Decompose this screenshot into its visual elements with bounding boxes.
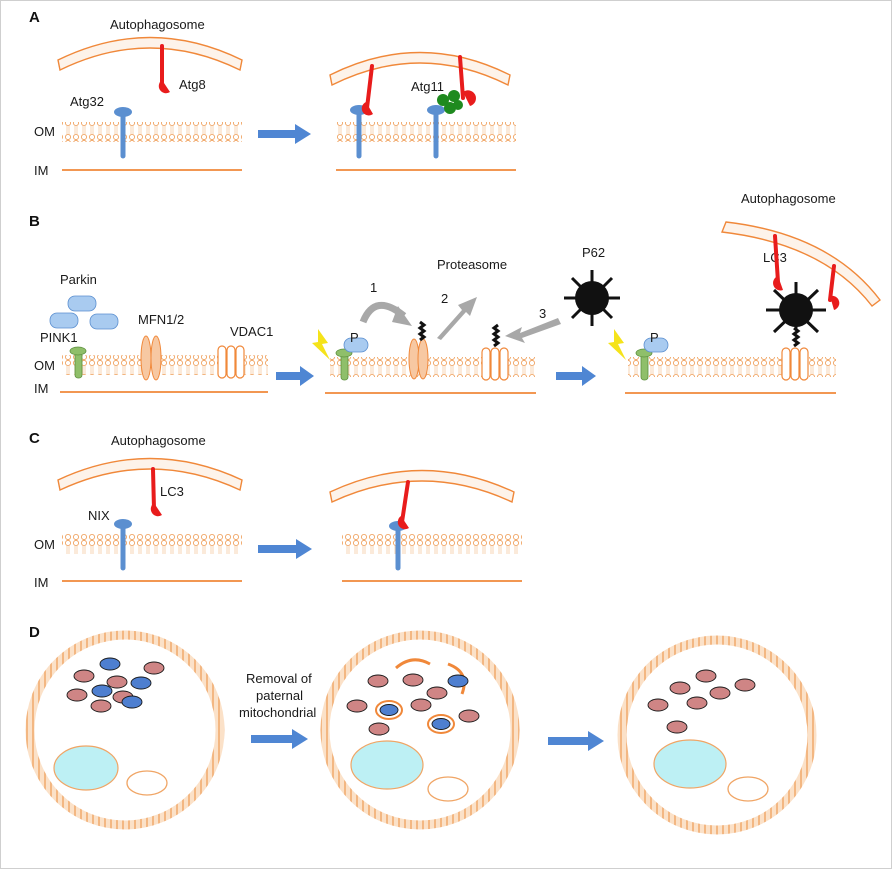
autophagosome-arc-a1: [57, 36, 243, 72]
mitochondria-cluster-1: [66, 657, 165, 713]
step-2-label: 2: [441, 291, 448, 306]
lc3-head-icon-c1: [150, 503, 162, 517]
transition-arrow-b1: [276, 366, 314, 386]
proteasome-label: Proteasome: [437, 257, 507, 272]
vesicle-1: [126, 770, 168, 796]
removal-caption-line2: paternal: [256, 688, 303, 703]
vdac-p62-lc3-complex-icon: [766, 234, 840, 381]
atg8-head-icon: [158, 80, 170, 94]
parkin-cluster-icon: [49, 295, 119, 330]
cell-before-removal: [25, 630, 225, 830]
atg8-label: Atg8: [179, 77, 206, 92]
mfn-icon: [140, 335, 162, 381]
nix-receptor-icon: [114, 519, 132, 571]
transition-arrow-d1: [251, 729, 308, 749]
outer-membrane-a2: [336, 122, 516, 142]
pink1-phospho-icon: [335, 337, 369, 381]
outer-membrane-a1: [62, 122, 242, 142]
atg11-icon: [437, 90, 463, 114]
om-label-b: OM: [34, 358, 55, 373]
atg11-label: Atg11: [411, 79, 444, 94]
outer-membrane-c2: [342, 534, 522, 554]
vesicle-2: [427, 776, 469, 802]
transition-arrow-c: [258, 539, 312, 559]
lightning-bolt-icon-1: [312, 329, 330, 360]
arrow-to-proteasome: [437, 297, 477, 340]
mfn-label: MFN1/2: [138, 312, 184, 327]
removal-caption-line3: mitochondrial: [239, 705, 316, 720]
atg32-receptor-bound-1-icon: [350, 64, 374, 159]
parkin-label: Parkin: [60, 272, 97, 287]
outer-membrane-b1: [62, 355, 268, 375]
autophagosome-label-b: Autophagosome: [741, 191, 836, 206]
im-label-b: IM: [34, 381, 48, 396]
im-label-a: IM: [34, 163, 48, 178]
panel-d: D Removal of paternal mitochondrial: [25, 624, 817, 835]
nucleus-2: [350, 740, 424, 790]
vdac-label: VDAC1: [230, 324, 273, 339]
p62-label: P62: [582, 245, 605, 260]
atg32-label: Atg32: [70, 94, 104, 109]
vesicle-3: [727, 776, 769, 802]
transition-arrow-a: [258, 124, 311, 144]
mitochondria-cluster-3: [647, 669, 756, 734]
autophagosome-arc-a2: [329, 51, 511, 87]
phospho-p-label-1: P: [350, 330, 359, 345]
lc3-label-c: LC3: [160, 484, 184, 499]
panel-a-letter: A: [29, 9, 40, 26]
vdac-icon: [217, 345, 245, 379]
transition-arrow-d2: [548, 731, 604, 751]
panel-c: C Autophagosome LC3 NIX OM IM: [29, 430, 522, 590]
im-label-c: IM: [34, 575, 48, 590]
nucleus-3: [653, 739, 727, 789]
step-3-label: 3: [539, 306, 546, 321]
atg32-receptor-icon: [114, 107, 132, 159]
step-1-label: 1: [370, 280, 377, 295]
panel-b-letter: B: [29, 213, 40, 230]
nix-label: NIX: [88, 508, 110, 523]
p62-icon: [564, 270, 620, 326]
removal-caption-line1: Removal of: [246, 671, 312, 686]
panel-c-letter: C: [29, 430, 40, 447]
curved-arrow-step-1-head: [392, 306, 412, 326]
autophagosome-arc-c1: [57, 457, 243, 492]
pink1-icon: [69, 346, 87, 379]
autophagosome-arc-b: [721, 221, 881, 307]
pink1-phospho-icon-2: [635, 337, 669, 381]
pink1-label: PINK1: [40, 330, 78, 345]
lc3-stem-c1: [151, 467, 156, 511]
lightning-bolt-icon-2: [608, 329, 626, 360]
atg32-receptor-bound-2-icon: [427, 55, 476, 159]
panel-b: B Parkin PINK1 MFN1/2 VDAC1 OM IM: [29, 191, 881, 396]
nucleus-1: [53, 745, 119, 791]
mitochondria-cluster-2: [346, 658, 480, 736]
autophagosome-label-c: Autophagosome: [111, 433, 206, 448]
cell-during-removal: [320, 630, 520, 830]
transition-arrow-b2: [556, 366, 596, 386]
autophagosome-label-a: Autophagosome: [110, 17, 205, 32]
outer-membrane-c1: [62, 534, 242, 554]
cell-after-removal: [617, 635, 817, 835]
autophagosome-arc-c2: [329, 469, 515, 504]
om-label-c: OM: [34, 537, 55, 552]
panel-d-letter: D: [29, 624, 40, 641]
phospho-p-label-2: P: [650, 330, 659, 345]
arrow-from-p62: [505, 318, 561, 343]
panel-a: A Autophagosome Atg8 Atg32 OM IM Atg11: [29, 9, 516, 178]
nix-lc3-bound-icon: [389, 480, 410, 571]
om-label-a: OM: [34, 124, 55, 139]
vdac-ubiquitinated-icon: [481, 323, 509, 381]
mfn-ubiquitinated-icon: [408, 320, 429, 380]
